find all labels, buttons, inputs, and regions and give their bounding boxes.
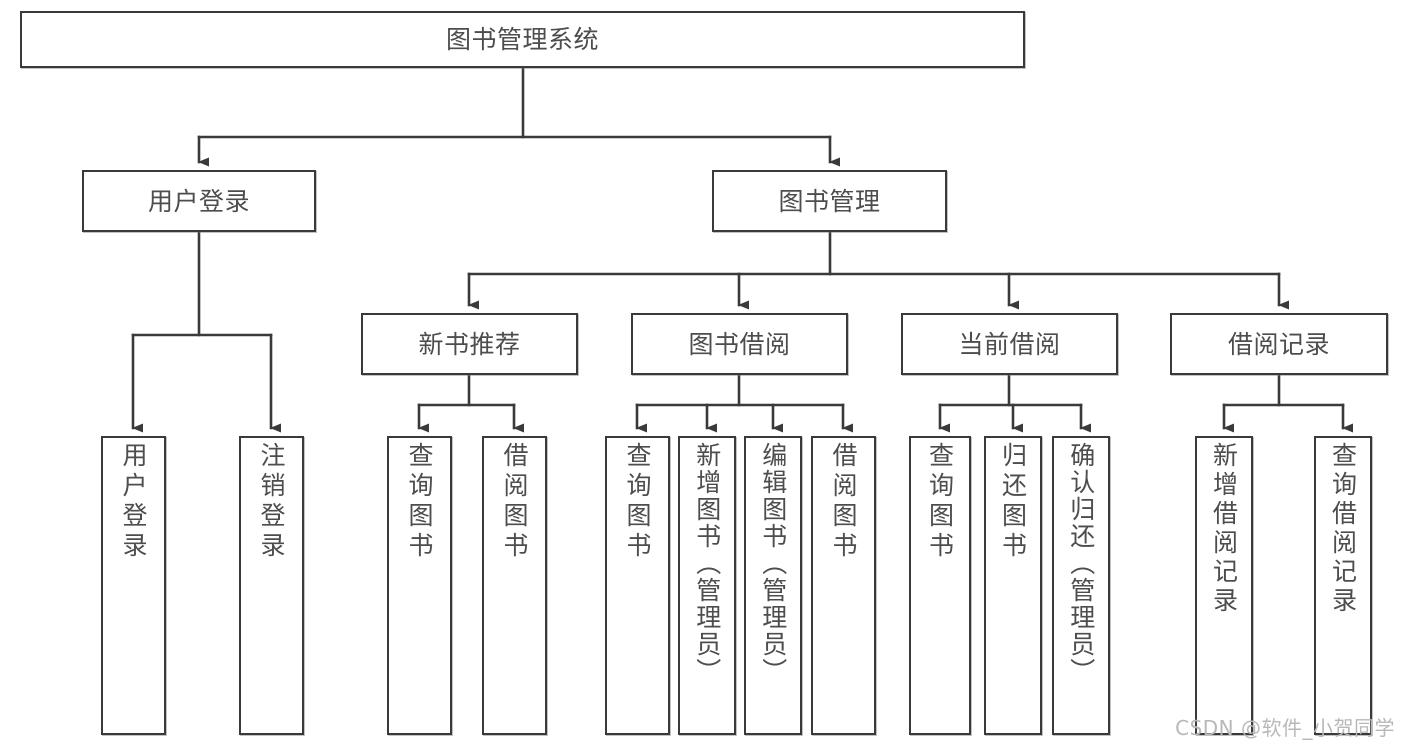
leaf-add-borrow-record-label: 新增借阅记录 [1209,442,1239,616]
node-book-management[interactable]: 图书管理 [712,170,947,232]
node-book-borrow-label: 图书借阅 [688,329,791,359]
node-root-label: 图书管理系统 [445,25,599,54]
node-book-management-label: 图书管理 [778,186,881,216]
node-user-login-label: 用户登录 [147,186,250,216]
leaf-return-book-label: 归还图书 [998,442,1028,562]
leaf-query-book-borrow-label: 查询图书 [623,442,652,562]
leaf-edit-book-admin-label: 编辑图书（管理员） [758,442,788,685]
leaf-user-login-label: 用户登录 [119,442,148,562]
csdn-watermark: CSDN @软件_小贺同学 [1175,716,1395,740]
leaf-borrow-book-recommend-label: 借阅图书 [500,442,529,562]
leaf-query-borrow-record[interactable]: 查询借阅记录 [1314,436,1372,735]
node-book-borrow[interactable]: 图书借阅 [631,313,848,375]
leaf-user-login[interactable]: 用户登录 [101,436,166,735]
leaf-add-borrow-record[interactable]: 新增借阅记录 [1195,436,1253,735]
node-current-borrow[interactable]: 当前借阅 [901,313,1118,375]
leaf-confirm-return-admin-label: 确认归还（管理员） [1066,442,1096,685]
node-borrow-record[interactable]: 借阅记录 [1170,313,1388,375]
leaf-query-book-recommend-label: 查询图书 [405,442,434,562]
leaf-edit-book-admin[interactable]: 编辑图书（管理员） [744,436,802,735]
leaf-return-book[interactable]: 归还图书 [984,436,1042,735]
node-borrow-record-label: 借阅记录 [1227,329,1330,359]
node-new-book-recommend-label: 新书推荐 [418,329,521,359]
leaf-add-book-admin-label: 新增图书（管理员） [692,442,722,685]
leaf-logout-label: 注销登录 [257,442,286,562]
leaf-query-borrow-record-label: 查询借阅记录 [1328,442,1358,616]
leaf-borrow-book-label: 借阅图书 [829,442,858,562]
node-root[interactable]: 图书管理系统 [20,11,1025,68]
leaf-query-book-current[interactable]: 查询图书 [909,436,971,735]
leaf-borrow-book-recommend[interactable]: 借阅图书 [482,436,547,735]
node-new-book-recommend[interactable]: 新书推荐 [361,313,578,375]
leaf-add-book-admin[interactable]: 新增图书（管理员） [678,436,736,735]
node-current-borrow-label: 当前借阅 [958,329,1061,359]
leaf-logout[interactable]: 注销登录 [239,436,304,735]
leaf-query-book-recommend[interactable]: 查询图书 [387,436,452,735]
leaf-borrow-book[interactable]: 借阅图书 [811,436,876,735]
node-user-login[interactable]: 用户登录 [82,170,316,232]
leaf-query-book-borrow[interactable]: 查询图书 [605,436,670,735]
leaf-confirm-return-admin[interactable]: 确认归还（管理员） [1052,436,1110,735]
leaf-query-book-current-label: 查询图书 [925,442,955,562]
